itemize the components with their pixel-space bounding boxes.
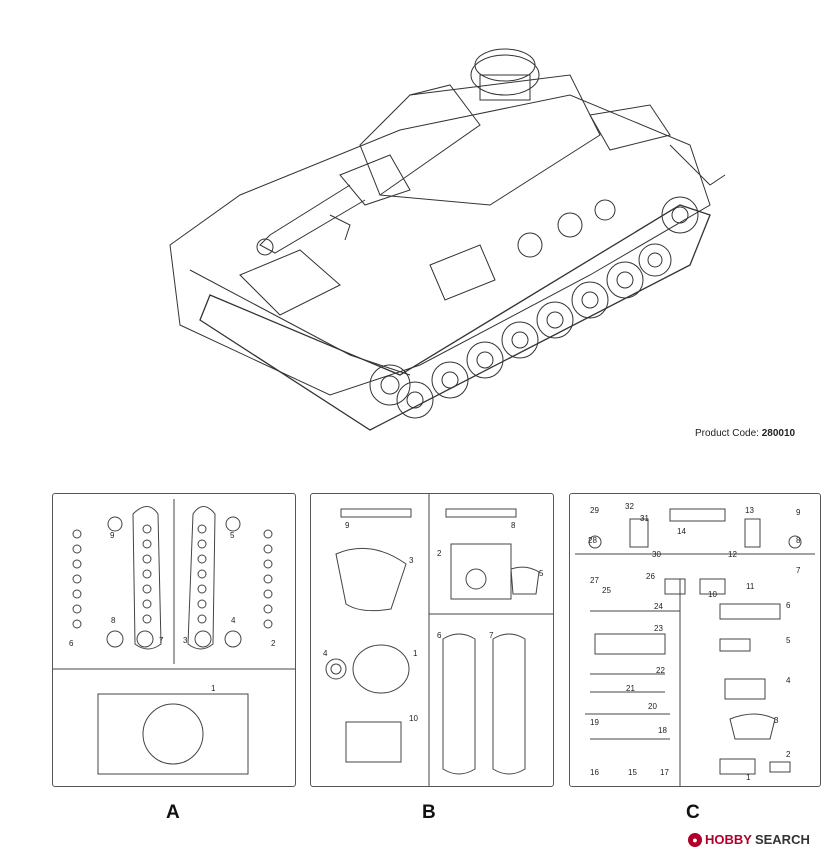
- product-code-value: 280010: [761, 428, 796, 439]
- sprue-b-label: B: [422, 802, 436, 823]
- part-c-16: 16: [590, 768, 599, 777]
- part-a-2: 2: [271, 639, 276, 648]
- part-b-6: 6: [437, 631, 442, 640]
- part-c-29: 29: [590, 506, 599, 515]
- part-b-9: 9: [345, 521, 350, 530]
- part-a-4: 4: [231, 616, 236, 625]
- product-code: Product Code: 280010: [695, 428, 795, 439]
- part-c-14: 14: [677, 527, 686, 536]
- part-a-1: 1: [211, 684, 216, 693]
- hobbysearch-logo-icon: ●: [688, 832, 702, 847]
- part-a-3: 3: [183, 636, 188, 645]
- part-c-7: 7: [796, 566, 801, 575]
- product-code-label: Product Code:: [695, 428, 759, 439]
- part-b-10: 10: [409, 714, 418, 723]
- sprue-b: 9 8 3 2 5 4 1 10 6 7: [310, 493, 554, 787]
- part-b-3: 3: [409, 556, 414, 565]
- sprue-c-label: C: [686, 802, 700, 823]
- part-c-22: 22: [656, 666, 665, 675]
- part-b-7: 7: [489, 631, 494, 640]
- part-c-2: 2: [786, 750, 791, 759]
- part-c-26: 26: [646, 572, 655, 581]
- part-b-8: 8: [511, 521, 516, 530]
- part-b-1: 1: [413, 649, 418, 658]
- part-c-12: 12: [728, 550, 737, 559]
- part-c-9: 9: [796, 508, 801, 517]
- sprue-a: 9 5 8 4 6 2 7 3 1: [52, 493, 296, 787]
- part-a-7: 7: [159, 636, 164, 645]
- part-c-6: 6: [786, 601, 791, 610]
- part-c-18: 18: [658, 726, 667, 735]
- part-c-32: 32: [625, 502, 634, 511]
- part-c-30: 30: [652, 550, 661, 559]
- part-c-19: 19: [590, 718, 599, 727]
- part-b-2: 2: [437, 549, 442, 558]
- part-c-27: 27: [590, 576, 599, 585]
- part-c-3: 3: [774, 716, 779, 725]
- part-c-5: 5: [786, 636, 791, 645]
- tank-illustration: [150, 35, 740, 445]
- part-a-9: 9: [110, 531, 115, 540]
- part-c-31: 31: [640, 514, 649, 523]
- part-b-5: 5: [539, 569, 544, 578]
- part-c-25: 25: [602, 586, 611, 595]
- part-c-17: 17: [660, 768, 669, 777]
- part-c-8: 8: [796, 536, 801, 545]
- part-b-4: 4: [323, 649, 328, 658]
- part-c-4: 4: [786, 676, 791, 685]
- part-c-10: 10: [708, 590, 717, 599]
- watermark-brand-dark: SEARCH: [754, 832, 810, 847]
- part-a-5: 5: [230, 531, 235, 540]
- part-c-1: 1: [746, 773, 751, 782]
- part-c-24: 24: [654, 602, 663, 611]
- part-c-15: 15: [628, 768, 637, 777]
- sprue-c: 29 32 31 14 13 9 28 30 12 8 26 27 11 10 …: [569, 493, 821, 787]
- sprue-a-label: A: [166, 802, 180, 823]
- part-c-20: 20: [648, 702, 657, 711]
- watermark-brand-red: HOBBY: [705, 832, 752, 847]
- part-a-6: 6: [69, 639, 74, 648]
- part-c-28: 28: [588, 536, 597, 545]
- part-c-23: 23: [654, 624, 663, 633]
- part-c-13: 13: [745, 506, 754, 515]
- part-c-11: 11: [746, 582, 755, 591]
- part-c-21: 21: [626, 684, 635, 693]
- part-a-8: 8: [111, 616, 116, 625]
- hobbysearch-watermark: ● HOBBY SEARCH: [688, 832, 810, 847]
